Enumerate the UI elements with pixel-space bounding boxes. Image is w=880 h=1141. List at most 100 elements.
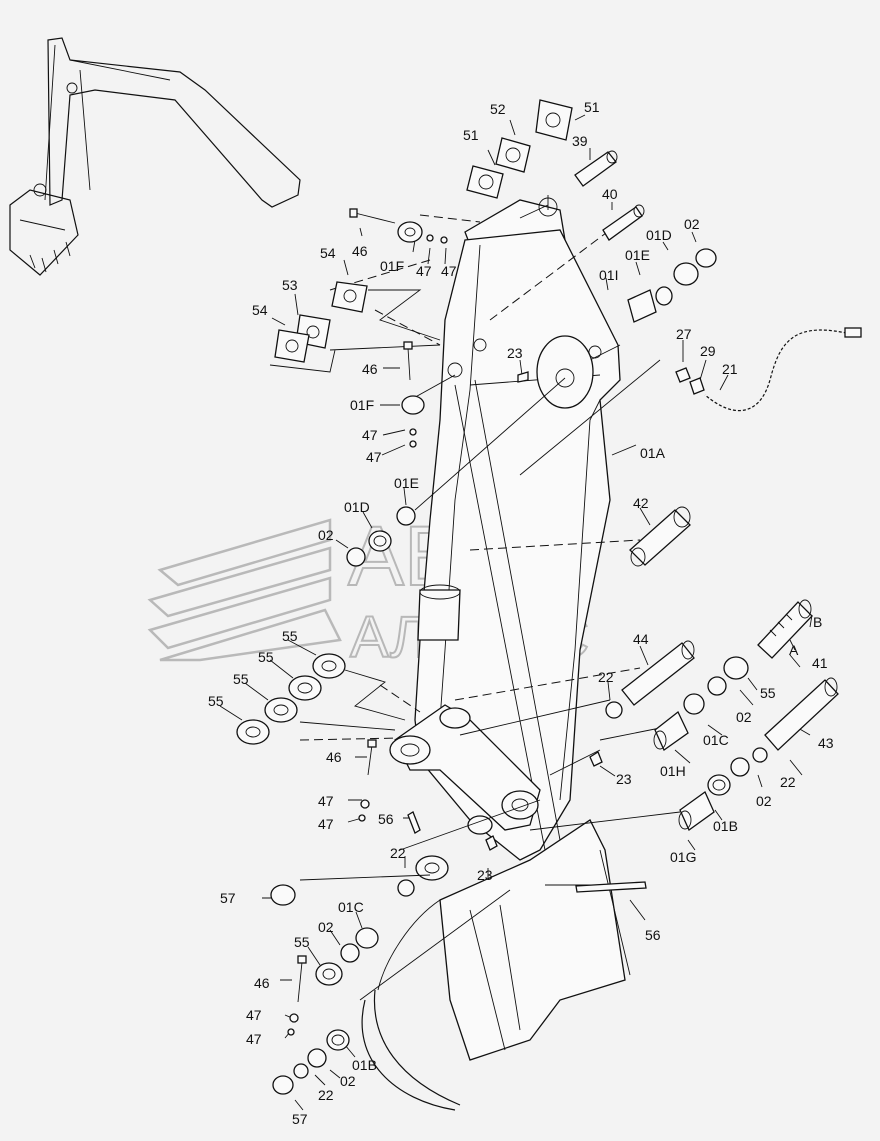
nut-47-f: [358, 814, 366, 822]
callout-01I: 01I: [599, 267, 618, 283]
pin-42: [629, 509, 691, 566]
pin-41: [757, 601, 813, 659]
callout-47: 47: [246, 1031, 262, 1047]
washer-55-low: [315, 962, 343, 986]
callout-47: 47: [362, 427, 378, 443]
callout-22: 22: [318, 1087, 334, 1103]
shim-plate-51-top: [535, 99, 573, 141]
callout-01D: 01D: [344, 499, 370, 515]
ring-02-top: [695, 248, 717, 268]
callout-21: 21: [722, 361, 738, 377]
callout-01B: 01B: [352, 1057, 377, 1073]
bushing-01I: [627, 289, 657, 323]
callout-01C: 01C: [338, 899, 364, 915]
callout-23: 23: [616, 771, 632, 787]
seal-01C-right: [683, 693, 705, 715]
callout-43: 43: [818, 735, 834, 751]
callout-A: A: [789, 642, 799, 658]
washer-55-b: [288, 675, 322, 701]
ring-02-low: [340, 943, 360, 963]
callout-55: 55: [208, 693, 224, 709]
callout-47: 47: [441, 263, 457, 279]
arm-assembly: [361, 195, 631, 1111]
callout-47: 47: [416, 263, 432, 279]
callout-01F: 01F: [350, 397, 374, 413]
callout-51: 51: [463, 127, 479, 143]
callout-42: 42: [633, 495, 649, 511]
callout-02: 02: [756, 793, 772, 809]
ring-02-bottom: [307, 1048, 327, 1068]
callout-27: 27: [676, 326, 692, 342]
callout-46: 46: [362, 361, 378, 377]
callout-01H: 01H: [660, 763, 686, 779]
arm-lower-housing: [439, 819, 626, 1061]
seal-01D-top: [673, 262, 699, 286]
washer-55-right: [723, 656, 749, 680]
pin-56-mid: [407, 811, 421, 834]
excavator-inset: [9, 37, 301, 276]
arm-pin-boss: [536, 335, 594, 409]
bolt-46-low: [367, 739, 377, 748]
callout-01E: 01E: [394, 475, 419, 491]
callout-01B: 01B: [713, 818, 738, 834]
callout-54: 54: [320, 245, 336, 261]
callout-22: 22: [598, 669, 614, 685]
nut-47-c: [409, 428, 417, 436]
ring-02-mid: [346, 547, 366, 567]
washer-55-d: [236, 719, 270, 745]
nut-47-a: [426, 234, 434, 242]
callout-57: 57: [220, 890, 236, 906]
callout-01C: 01C: [703, 732, 729, 748]
callout-54: 54: [252, 302, 268, 318]
fitting-27: [675, 367, 691, 383]
pin-44: [621, 642, 695, 706]
callout-22: 22: [390, 845, 406, 861]
callout-55: 55: [294, 934, 310, 950]
callout-52: 52: [490, 101, 506, 117]
spacer-22-c: [293, 1063, 309, 1079]
grease-nipple-23-low: [485, 835, 498, 851]
bolt-46-top: [349, 208, 358, 218]
callout-47: 47: [318, 793, 334, 809]
callout-22: 22: [780, 774, 796, 790]
callout-56: 56: [645, 927, 661, 943]
nut-47-e: [360, 799, 370, 809]
callout-02: 02: [318, 919, 334, 935]
callout-46: 46: [254, 975, 270, 991]
callout-56: 56: [378, 811, 394, 827]
callout-55: 55: [760, 685, 776, 701]
seal-01B-low: [326, 1029, 350, 1051]
callout-23: 23: [477, 867, 493, 883]
callout-46: 46: [352, 243, 368, 259]
callout-41: 41: [812, 655, 828, 671]
callout-47: 47: [366, 449, 382, 465]
callout-39: 39: [572, 133, 588, 149]
callout-23: 23: [507, 345, 523, 361]
shim-plate-54-top: [331, 281, 368, 313]
callout-47: 47: [246, 1007, 262, 1023]
callout-55: 55: [282, 628, 298, 644]
pin-39: [574, 151, 617, 187]
cap-57-top: [270, 884, 296, 906]
callout-02: 02: [684, 216, 700, 232]
bushing-01F-top: [397, 221, 423, 243]
callout-02: 02: [736, 709, 752, 725]
washer-55-c: [264, 697, 298, 723]
bolt-46-bottom: [297, 955, 307, 964]
callout-01A: 01A: [640, 445, 666, 461]
callout-44: 44: [633, 631, 649, 647]
bolt-46-mid: [403, 341, 413, 350]
cap-57-bottom: [272, 1075, 294, 1095]
seal-01E-mid: [396, 506, 416, 526]
grease-nipple-23-top: [517, 371, 529, 383]
callout-B: B: [813, 614, 822, 630]
callout-55: 55: [258, 649, 274, 665]
fitting-29: [689, 377, 705, 395]
callout-01G: 01G: [670, 849, 696, 865]
callout-01F: 01F: [380, 258, 404, 274]
callout-29: 29: [700, 343, 716, 359]
callout-40: 40: [602, 186, 618, 202]
bushing-01H: [654, 710, 689, 751]
nut-47-d: [409, 440, 417, 448]
